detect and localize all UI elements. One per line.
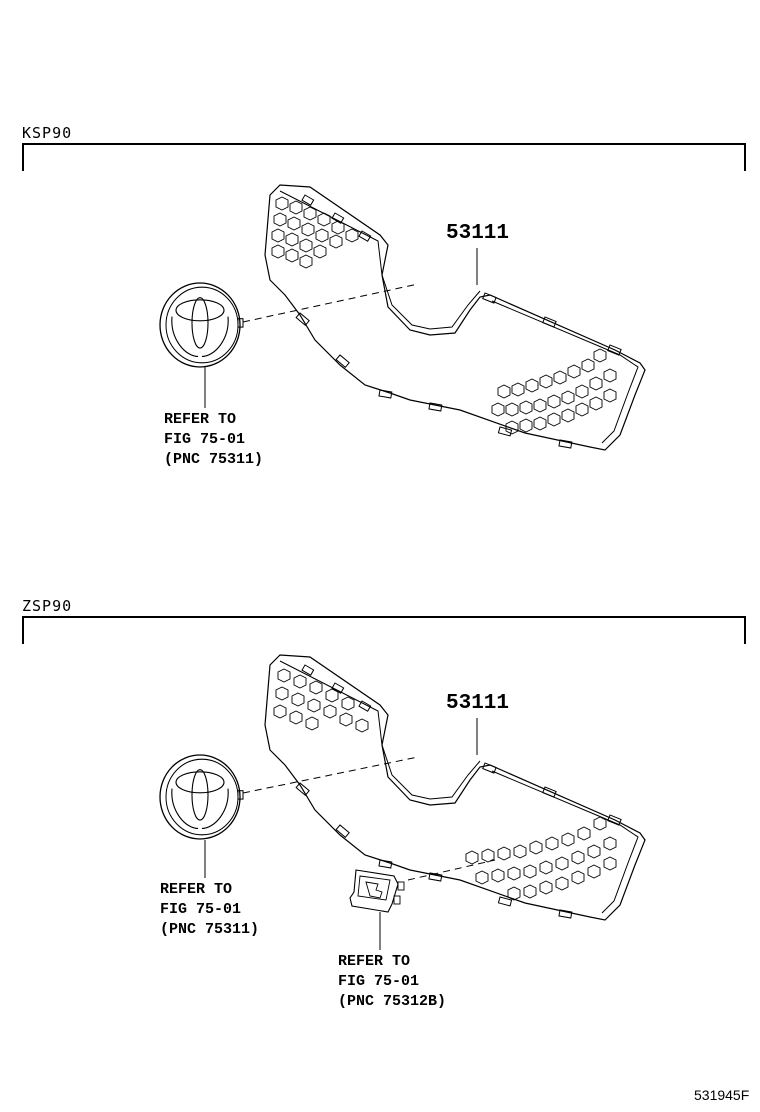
reference-callout-bracket[interactable]: REFER TO FIG 75-01 (PNC 75312B) <box>338 952 446 1012</box>
section-label-zsp90: ZSP90 <box>22 597 73 615</box>
reference-line3: (PNC 75312B) <box>338 993 447 1010</box>
reference-line2: FIG 75-01 <box>338 973 420 990</box>
reference-callout-emblem[interactable]: REFER TO FIG 75-01 (PNC 75311) <box>160 880 259 940</box>
reference-line1: REFER TO <box>164 411 237 428</box>
toyota-emblem-icon[interactable] <box>155 755 250 845</box>
part-number-53111[interactable]: 53111 <box>446 692 510 715</box>
toyota-emblem-icon[interactable] <box>155 282 250 372</box>
grille-bracket-drawing <box>349 869 405 913</box>
reference-callout-emblem[interactable]: REFER TO FIG 75-01 (PNC 75311) <box>164 410 263 470</box>
reference-line1: REFER TO <box>160 881 233 898</box>
reference-line3: (PNC 75311) <box>164 451 264 468</box>
grille-bracket-icon[interactable] <box>345 865 410 915</box>
section-label-ksp90: KSP90 <box>22 124 73 142</box>
section-bracket-ksp90 <box>22 143 746 171</box>
section-bracket-zsp90 <box>22 616 746 644</box>
reference-line3: (PNC 75311) <box>160 921 260 938</box>
part-number-53111[interactable]: 53111 <box>446 222 510 245</box>
reference-line1: REFER TO <box>338 953 411 970</box>
reference-line2: FIG 75-01 <box>160 901 242 918</box>
figure-id: 531945F <box>694 1087 750 1103</box>
reference-line2: FIG 75-01 <box>164 431 246 448</box>
